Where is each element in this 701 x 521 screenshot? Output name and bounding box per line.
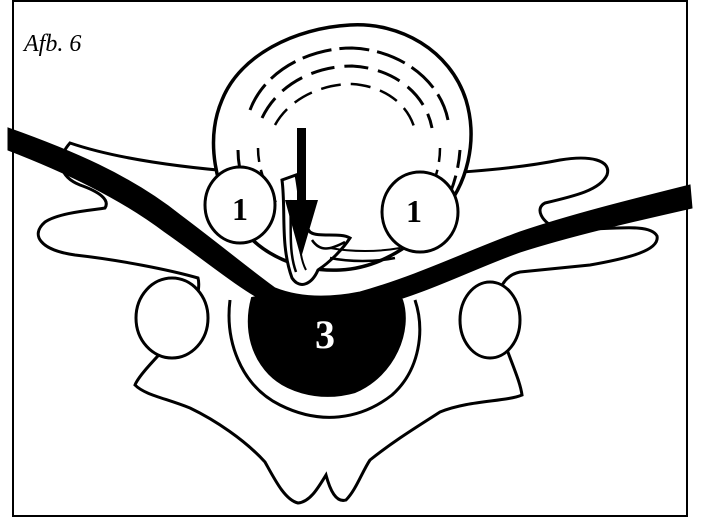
right-lamina [460,282,520,358]
spinal-cord-label: 3 [315,312,335,357]
left-lamina [136,278,208,358]
right-facet-label: 1 [406,193,422,229]
left-facet-label: 1 [232,191,248,227]
